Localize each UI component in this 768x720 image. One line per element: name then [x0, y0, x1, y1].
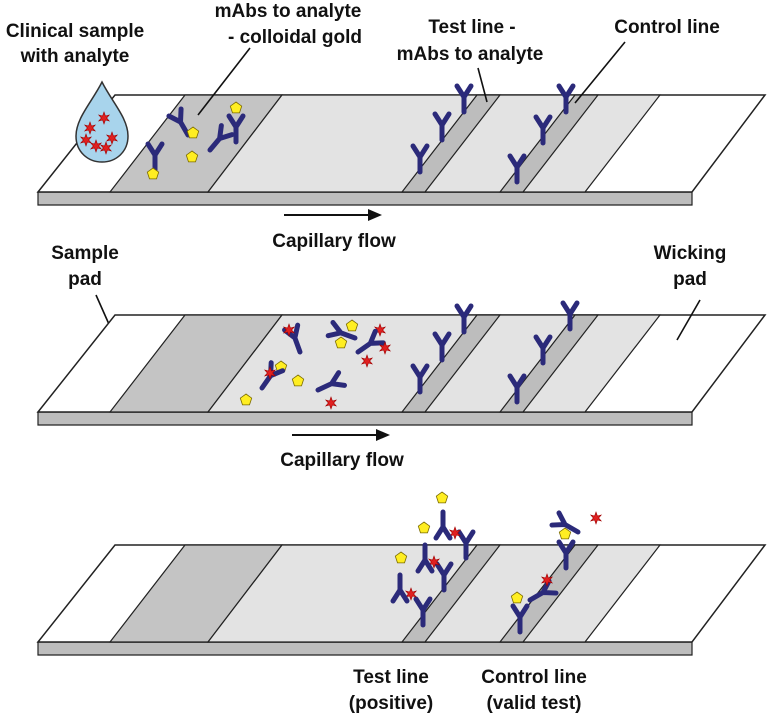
- pointer-control-line: [574, 41, 626, 104]
- label-test-line-2: mAbs to analyte: [397, 44, 544, 65]
- label-capillary-flow-2: Capillary flow: [280, 450, 404, 471]
- flow-arrow-icon: [292, 429, 390, 441]
- label-clinical-sample-1: Clinical sample: [6, 21, 144, 42]
- label-control-line: Control line: [614, 17, 720, 38]
- strip-top: [36, 80, 767, 206]
- pointer-test-line: [477, 67, 488, 103]
- test-line-band: [400, 544, 502, 643]
- label-test-line-positive-2: (positive): [349, 693, 433, 714]
- membrane: [206, 544, 662, 643]
- label-wicking-pad-1: Wicking: [654, 243, 727, 264]
- sample-drop-icon: [75, 80, 129, 163]
- label-sample-pad-2: pad: [68, 269, 102, 290]
- label-mabs-gold-1: mAbs to analyte: [215, 1, 362, 22]
- control-line-band: [498, 314, 600, 413]
- strip-middle: [36, 303, 767, 426]
- test-line-band: [400, 94, 502, 193]
- control-line-band: [498, 94, 600, 193]
- strip-bottom: [36, 491, 767, 656]
- pointer-mabs-gold: [197, 47, 251, 116]
- label-sample-pad-1: Sample: [51, 243, 119, 264]
- label-test-line-1: Test line -: [428, 17, 515, 38]
- label-clinical-sample-2: with analyte: [20, 46, 130, 67]
- label-mabs-gold-2: - colloidal gold: [228, 27, 362, 48]
- pointer-wicking-pad: [676, 299, 701, 341]
- test-line-band: [400, 314, 502, 413]
- label-capillary-flow-1: Capillary flow: [272, 231, 396, 252]
- label-control-line-valid-1: Control line: [481, 667, 587, 688]
- flow-arrow-icon: [284, 209, 382, 221]
- label-control-line-valid-2: (valid test): [486, 693, 581, 714]
- label-wicking-pad-2: pad: [673, 269, 707, 290]
- label-test-line-positive-1: Test line: [353, 667, 429, 688]
